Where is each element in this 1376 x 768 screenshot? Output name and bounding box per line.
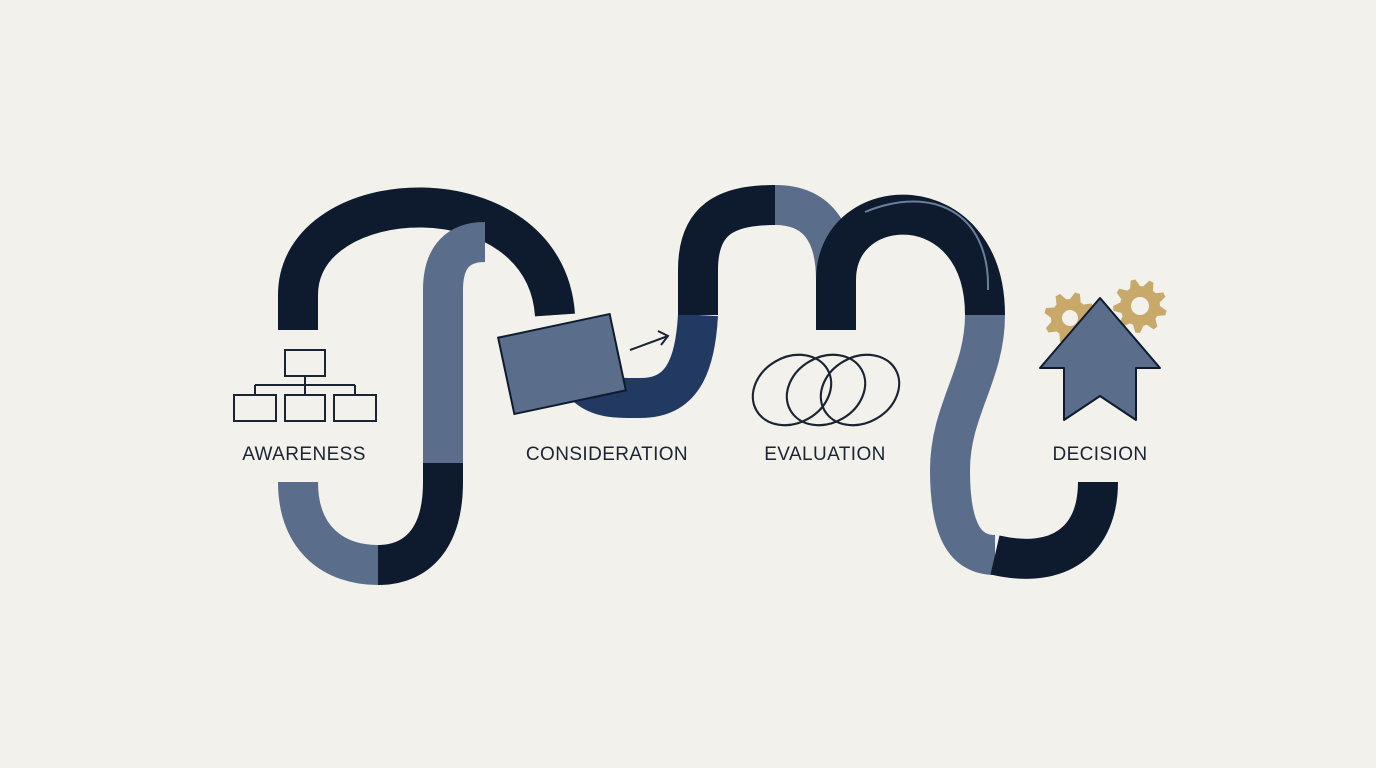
gear-icon xyxy=(1113,279,1167,333)
stage-label-decision: DECISION xyxy=(1052,444,1147,465)
path-segment-awareness-left xyxy=(278,481,379,585)
stage-label-evaluation: EVALUATION xyxy=(764,444,886,465)
path-segment-awareness-column xyxy=(423,222,487,463)
path-segment-awareness-bottom xyxy=(376,463,463,585)
path-segment-evaluation-left xyxy=(678,185,776,315)
house-gears-icon xyxy=(1039,279,1167,421)
box-arrow-icon xyxy=(496,312,670,416)
gear-shape xyxy=(1113,279,1167,333)
stage-label-consideration: CONSIDERATION xyxy=(526,444,688,465)
path-segment-decision-s xyxy=(929,314,1005,575)
path-segment-awareness-top xyxy=(278,187,575,330)
interlocking-rings-icon xyxy=(751,353,901,427)
house-arrow-shape xyxy=(1039,297,1161,421)
path-highlight xyxy=(864,200,990,291)
hierarchy-icon xyxy=(233,349,377,422)
path-segment-decision-tail xyxy=(990,481,1118,579)
stage-label-awareness: AWARENESS xyxy=(242,444,366,465)
path-segment-decision-hump xyxy=(816,194,1005,316)
